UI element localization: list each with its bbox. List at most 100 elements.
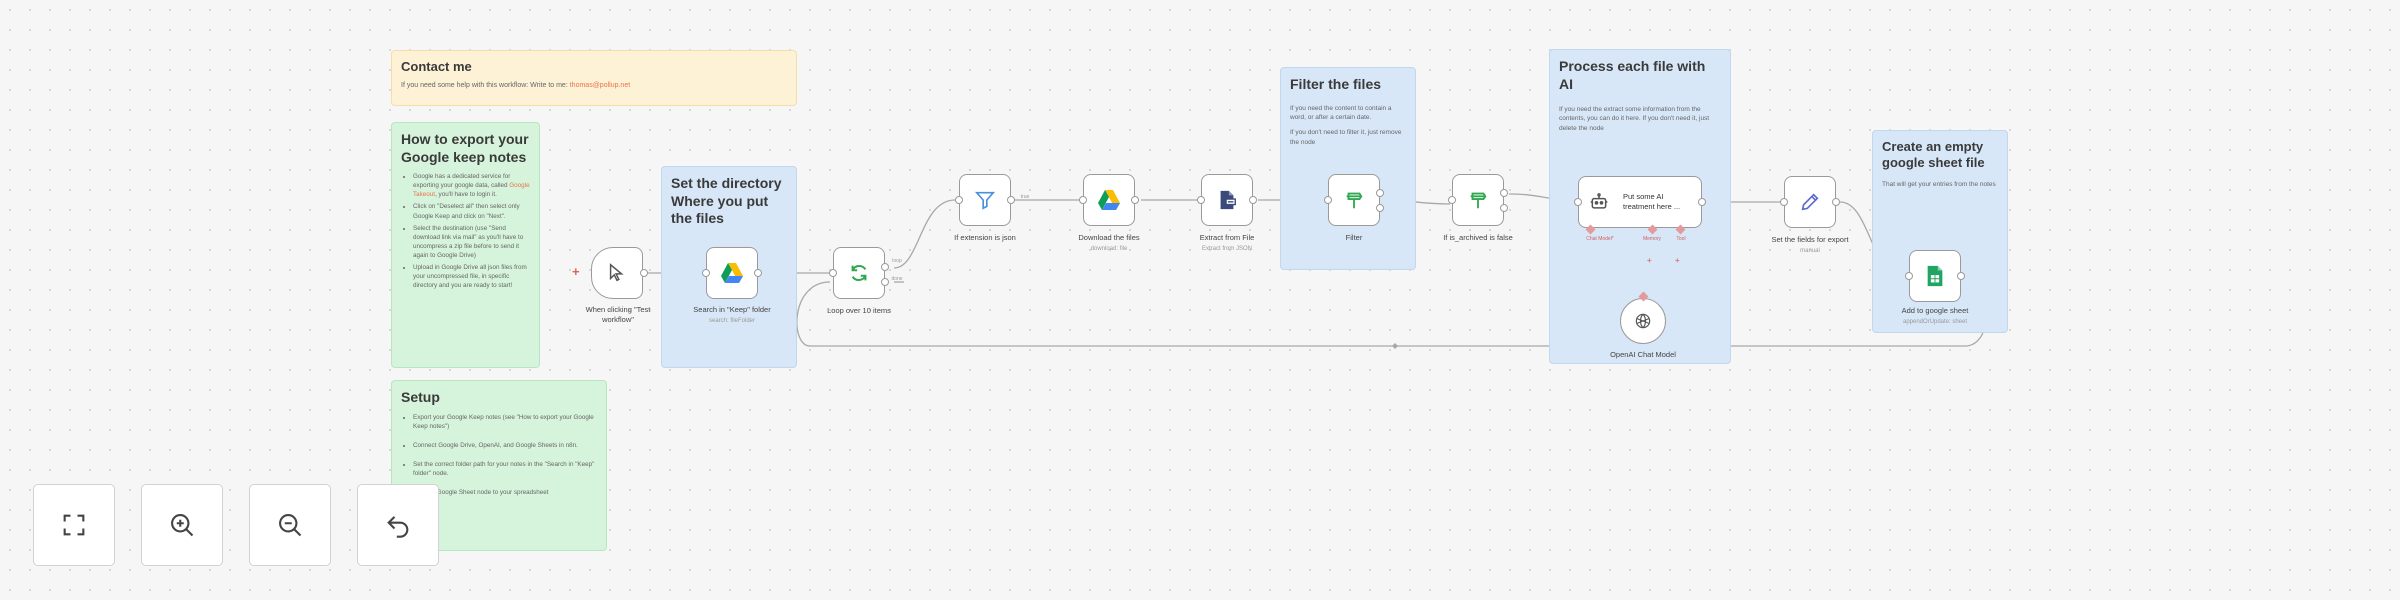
add-memory-plus-icon[interactable]: + — [1647, 256, 1652, 265]
node-input-port[interactable] — [1197, 196, 1205, 204]
true-output-port[interactable] — [1500, 189, 1508, 197]
sticky-howto-title: How to export your Google keep notes — [401, 131, 529, 165]
sticky-filter[interactable]: Filter the files If you need the content… — [1280, 67, 1416, 270]
sticky-contact-text: If you need some help with this workflow… — [401, 82, 631, 90]
node-input-port[interactable] — [1324, 196, 1332, 204]
sticky-filter-text-2: If you don't need to filter it, just rem… — [1290, 129, 1402, 146]
node-input-port[interactable] — [702, 269, 710, 277]
port-label-loop: loop — [892, 258, 902, 264]
undo-button[interactable] — [357, 484, 439, 566]
node-label: Extract from File — [1199, 233, 1255, 242]
loop-arrows-icon — [851, 264, 867, 282]
node-label: When clicking "Test workflow" — [585, 305, 651, 324]
google-drive-icon — [721, 263, 743, 283]
node-output-port[interactable] — [754, 269, 762, 277]
pencil-icon — [1801, 193, 1819, 211]
file-extract-icon — [1220, 190, 1236, 210]
sticky-sheet-title: Create an empty google sheet file — [1882, 139, 1985, 171]
node-input-port[interactable] — [1780, 198, 1788, 206]
node-label: Filter — [1345, 233, 1363, 242]
node-loop-over-items[interactable] — [833, 247, 885, 299]
node-filter[interactable] — [1328, 174, 1380, 226]
node-label: Loop over 10 items — [827, 306, 891, 315]
node-label: Add to google sheet — [1901, 306, 1969, 315]
node-search-keep-folder[interactable] — [706, 247, 758, 299]
list-item: Click on "Deselect all" then select only… — [413, 202, 530, 220]
node-sublabel: manual — [1800, 248, 1820, 254]
node-output-port[interactable] — [1376, 204, 1384, 212]
zoom-out-button[interactable] — [249, 484, 331, 566]
node-if-archived-false[interactable] — [1452, 174, 1504, 226]
list-item: Upload in Google Drive all json files fr… — [413, 263, 530, 290]
zoom-in-icon — [171, 514, 194, 537]
node-if-extension-json[interactable] — [959, 174, 1011, 226]
node-output-port[interactable] — [1376, 189, 1384, 197]
edge — [893, 199, 956, 269]
sticky-filter-title: Filter the files — [1290, 76, 1382, 92]
sticky-filter-text-1: If you need the content to contain a wor… — [1290, 104, 1392, 121]
node-extract-from-file[interactable] — [1201, 174, 1253, 226]
node-sublabel: appendOrUpdate: sheet — [1902, 319, 1968, 325]
list-item: Set the correct folder path for your not… — [413, 460, 597, 478]
node-input-port[interactable] — [955, 196, 963, 204]
node-output-port[interactable] — [640, 269, 648, 277]
node-output-port[interactable] — [1249, 196, 1257, 204]
edge — [796, 275, 1989, 347]
sticky-contact[interactable]: Contact me If you need some help with th… — [391, 50, 797, 106]
node-label: If extension is json — [954, 233, 1016, 242]
false-output-port[interactable] — [1500, 204, 1508, 212]
google-drive-icon — [1098, 190, 1120, 210]
node-input-port[interactable] — [1574, 198, 1582, 206]
node-manual-trigger[interactable] — [591, 247, 643, 299]
list-item: Select the destination (use "Send downlo… — [413, 224, 530, 261]
node-sublabel: search: fileFolder — [708, 318, 756, 324]
port-label-done: done — [891, 276, 903, 282]
google-sheets-icon — [1927, 265, 1943, 287]
sticky-sheet[interactable]: Create an empty google sheet file That w… — [1872, 130, 2008, 333]
node-output-port[interactable] — [1698, 198, 1706, 206]
sticky-process-title: Process each file with AI — [1559, 58, 1706, 92]
node-ai-treatment[interactable]: Put some AI treatment here ... — [1578, 176, 1702, 228]
node-output-port[interactable] — [1832, 198, 1840, 206]
sticky-sheet-text: That will get your entries from the note… — [1882, 180, 1996, 188]
sticky-contact-title: Contact me — [401, 59, 472, 74]
list-item: Connect Google Drive, OpenAI, and Google… — [413, 441, 597, 450]
node-label: If is_archived is false — [1443, 233, 1513, 242]
node-input-port[interactable] — [1448, 196, 1456, 204]
true-output-port[interactable] — [1007, 196, 1015, 204]
loop-output-port[interactable] — [881, 263, 889, 271]
node-input-port[interactable] — [1905, 272, 1913, 280]
setup-list: Export your Google Keep notes (see "How … — [401, 413, 597, 498]
node-label: Set the fields for export — [1771, 235, 1849, 244]
node-label: Search in "Keep" folder — [693, 305, 771, 314]
add-tool-plus-icon[interactable]: + — [1675, 256, 1680, 265]
contact-email-link[interactable]: thomas@pollup.net — [569, 82, 631, 90]
node-openai-chat-model[interactable] — [1620, 298, 1666, 344]
sticky-process-text: If you need the extract some information… — [1559, 106, 1710, 132]
node-output-port[interactable] — [1957, 272, 1965, 280]
zoom-in-button[interactable] — [141, 484, 223, 566]
funnel-icon — [974, 191, 996, 210]
node-add-google-sheet[interactable] — [1909, 250, 1961, 302]
sticky-howto[interactable]: How to export your Google keep notes Goo… — [391, 122, 540, 368]
node-label: OpenAI Chat Model — [1610, 350, 1676, 359]
openai-icon — [1635, 313, 1651, 329]
node-set-fields[interactable] — [1784, 176, 1836, 228]
sticky-setup-title: Setup — [401, 389, 440, 405]
robot-icon — [1590, 193, 1608, 209]
node-output-port[interactable] — [1131, 196, 1139, 204]
howto-list: Google has a dedicated service for expor… — [401, 172, 530, 291]
done-output-port[interactable] — [881, 278, 889, 286]
list-item: Google has a dedicated service for expor… — [413, 172, 530, 199]
node-download-files[interactable] — [1083, 174, 1135, 226]
cursor-click-icon — [609, 263, 624, 282]
node-input-port[interactable] — [1079, 196, 1087, 204]
port-label-tool: Tool — [1676, 236, 1686, 242]
zoom-out-icon — [279, 514, 302, 537]
add-trigger-plus-icon[interactable]: + — [572, 264, 580, 279]
fit-view-button[interactable] — [33, 484, 115, 566]
node-input-port[interactable] — [829, 269, 837, 277]
node-label: Put some AI treatment here ... — [1623, 191, 1681, 211]
filter-signpost-icon — [1346, 192, 1363, 209]
